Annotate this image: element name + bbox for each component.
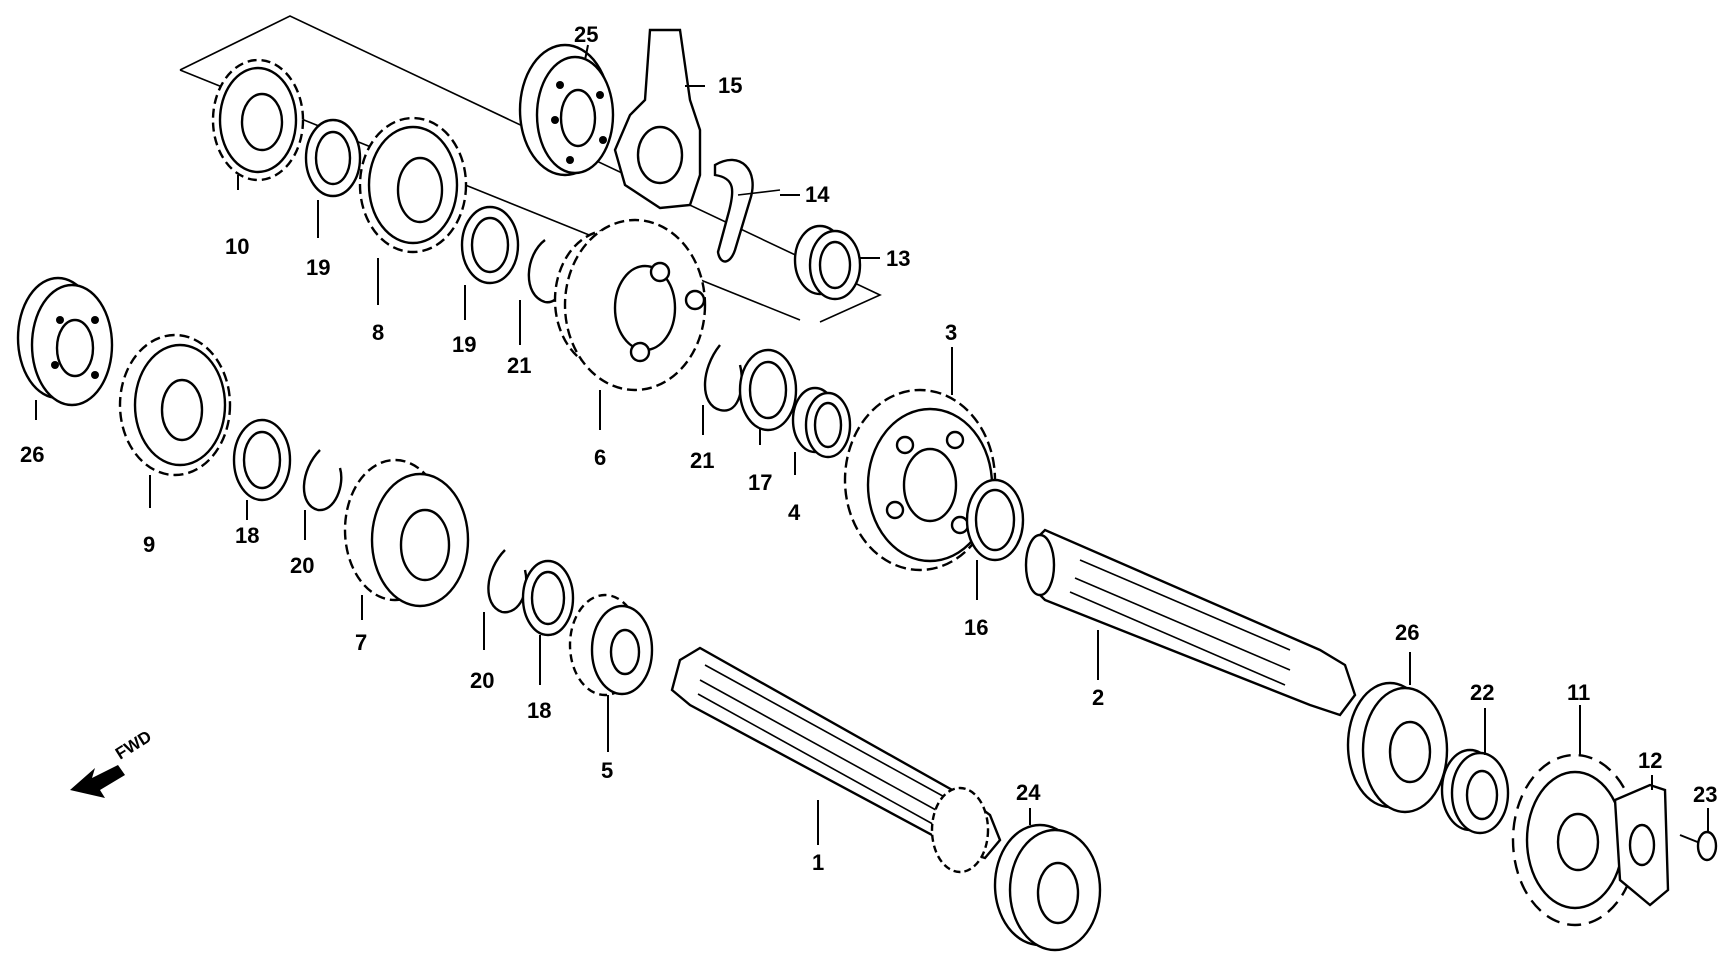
callout-12: 12 <box>1638 748 1662 773</box>
callout-2: 2 <box>1092 685 1104 710</box>
gear-9 <box>118 333 232 477</box>
washer-18-right <box>521 559 575 637</box>
gear-7 <box>343 458 470 608</box>
callout-19-lower: 19 <box>452 332 476 357</box>
callout-25: 25 <box>574 22 598 47</box>
fwd-label: FWD <box>112 727 155 764</box>
washer-19-upper <box>304 118 362 198</box>
collar-4 <box>791 386 852 459</box>
callout-5: 5 <box>601 758 613 783</box>
callout-20-right: 20 <box>470 668 494 693</box>
washer-16 <box>965 478 1025 562</box>
circlip-20-left <box>302 449 343 512</box>
callout-11: 11 <box>1567 680 1590 705</box>
gear-10 <box>211 58 305 182</box>
callout-14: 14 <box>805 182 830 207</box>
callout-18-left: 18 <box>235 523 259 548</box>
callout-17: 17 <box>748 470 772 495</box>
washer-19-lower <box>460 205 520 285</box>
callout-7: 7 <box>355 630 367 655</box>
callout-4: 4 <box>788 500 801 525</box>
callout-26-right: 26 <box>1395 620 1419 645</box>
seal-22 <box>1440 748 1510 835</box>
callout-13: 13 <box>886 246 910 271</box>
spring-14 <box>713 158 754 263</box>
callout-21-upper: 21 <box>507 353 531 378</box>
bearing-26-right <box>1346 681 1449 814</box>
gear-3 <box>843 388 997 572</box>
washer-18-left <box>232 418 292 502</box>
callout-3: 3 <box>945 320 957 345</box>
callout-23: 23 <box>1693 782 1717 807</box>
callout-22: 22 <box>1470 680 1494 705</box>
callout-10: 10 <box>225 234 249 259</box>
bearing-26-left <box>16 276 114 407</box>
callout-16: 16 <box>964 615 988 640</box>
callout-19-upper: 19 <box>306 255 330 280</box>
circlip-20-right <box>487 549 528 614</box>
bearing-25 <box>518 43 615 177</box>
sprocket-11 <box>1511 753 1639 927</box>
callout-1: 1 <box>812 850 824 875</box>
callout-9: 9 <box>143 532 155 557</box>
mainshaft-1 <box>670 646 1002 874</box>
callout-15: 15 <box>718 73 742 98</box>
bearing-24 <box>993 823 1102 952</box>
callout-26-left: 26 <box>20 442 44 467</box>
callout-20-left: 20 <box>290 553 314 578</box>
plate-12 <box>1613 783 1670 907</box>
callout-18-right: 18 <box>527 698 551 723</box>
callout-21-lower: 21 <box>690 448 714 473</box>
gear-5 <box>568 593 654 697</box>
callout-6: 6 <box>594 445 606 470</box>
bolt-23 <box>1679 830 1718 862</box>
circlip-21-lower <box>703 344 743 412</box>
callout-8: 8 <box>372 320 384 345</box>
countershaft-2 <box>1024 528 1357 717</box>
washer-17 <box>738 348 798 432</box>
forward-direction-indicator: FWD <box>70 727 155 798</box>
gear-8 <box>358 116 468 254</box>
collar-13 <box>793 224 862 301</box>
callout-24: 24 <box>1016 780 1041 805</box>
gear-6 <box>553 218 707 392</box>
